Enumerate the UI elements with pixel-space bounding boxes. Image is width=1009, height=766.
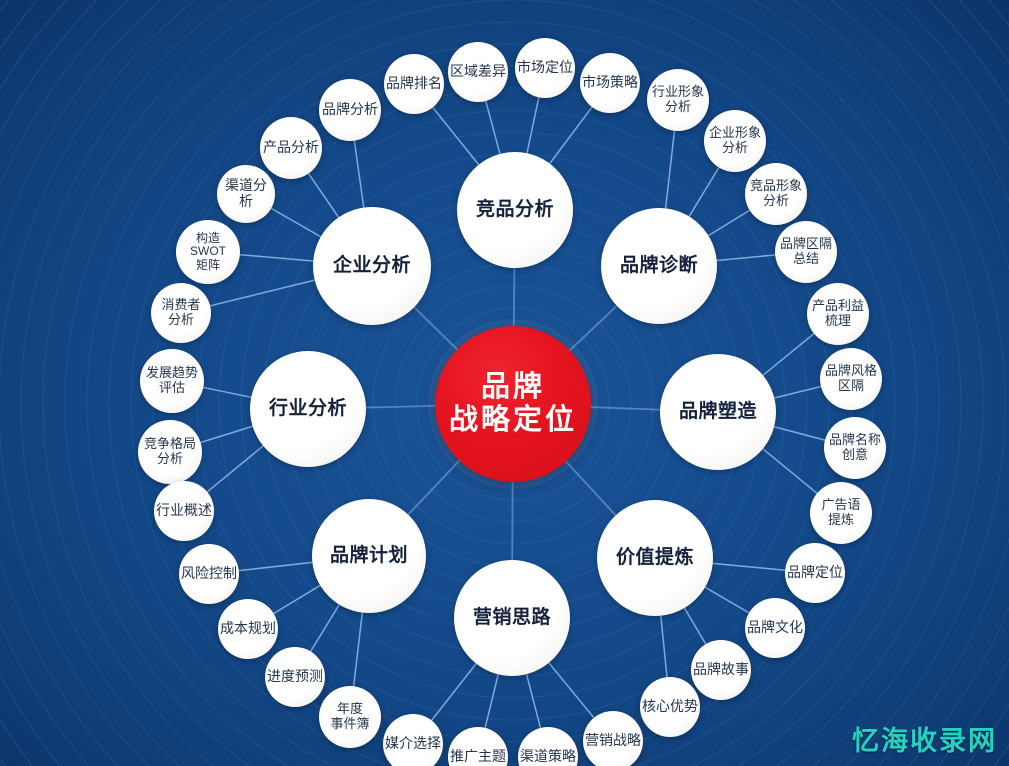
leaf-node[interactable]: 市场定位 <box>515 38 575 98</box>
hub-node-suzao[interactable]: 品牌塑造 <box>660 354 776 470</box>
leaf-node[interactable]: 营销战略 <box>583 711 643 766</box>
leaf-node[interactable]: 品牌名称创意 <box>824 417 886 479</box>
hub-node-qiye[interactable]: 企业分析 <box>313 207 431 325</box>
leaf-node-label: 产品利益梳理 <box>811 298 864 328</box>
leaf-node-label: 品牌名称创意 <box>828 432 881 462</box>
leaf-node[interactable]: 消费者分析 <box>151 283 211 343</box>
hub-node-pinpaijihua[interactable]: 品牌计划 <box>312 499 426 613</box>
leaf-node-label: 品牌故事 <box>693 661 749 678</box>
hub-node-jiazhi[interactable]: 价值提炼 <box>597 500 713 616</box>
leaf-node-label: 品牌排名 <box>386 75 442 92</box>
hub-node-qiye-label: 企业分析 <box>332 255 411 277</box>
leaf-node-label: 市场定位 <box>517 59 573 76</box>
leaf-node[interactable]: 发展趋势评估 <box>140 349 204 413</box>
leaf-node-label: 营销战略 <box>585 732 641 749</box>
leaf-node-label: 消费者分析 <box>161 297 201 327</box>
hub-node-jingpin[interactable]: 竞品分析 <box>457 152 573 268</box>
leaf-node[interactable]: 行业形象分析 <box>647 69 709 131</box>
leaf-node[interactable]: 品牌风格区隔 <box>820 348 882 410</box>
leaf-node[interactable]: 品牌区隔总结 <box>775 221 837 283</box>
leaf-node-label: 进度预测 <box>267 668 323 685</box>
hub-node-yingxiao-label: 营销思路 <box>472 607 551 629</box>
leaf-node-label: 产品分析 <box>263 139 319 156</box>
leaf-node-label: 品牌区隔总结 <box>779 236 832 266</box>
leaf-node[interactable]: 核心优势 <box>640 677 700 737</box>
leaf-node-label: 品牌文化 <box>747 619 803 636</box>
leaf-node-label: 风险控制 <box>181 565 237 582</box>
leaf-node-label: 成本规划 <box>220 620 276 637</box>
leaf-node[interactable]: 产品利益梳理 <box>807 283 869 345</box>
leaf-node[interactable]: 年度事件簿 <box>319 686 381 748</box>
leaf-node-label: 年度事件簿 <box>330 701 370 731</box>
hub-node-suzao-label: 品牌塑造 <box>678 401 757 423</box>
hub-node-zhenduan[interactable]: 品牌诊断 <box>601 208 717 324</box>
leaf-node-label: 竞争格局分析 <box>143 436 196 466</box>
leaf-node-label: 区域差异 <box>450 63 506 80</box>
leaf-node[interactable]: 进度预测 <box>265 647 325 707</box>
leaf-node-label: 广告语提炼 <box>821 497 861 527</box>
hub-node-pinpaijihua-label: 品牌计划 <box>329 545 408 567</box>
leaf-node[interactable]: 品牌排名 <box>384 54 444 114</box>
leaf-node[interactable]: 产品分析 <box>260 117 322 179</box>
leaf-node-label: 推广主题 <box>450 748 506 765</box>
leaf-node[interactable]: 渠道分析 <box>217 165 275 223</box>
hub-node-hangye-label: 行业分析 <box>268 398 347 420</box>
leaf-node-label: 行业形象分析 <box>651 84 704 114</box>
leaf-node[interactable]: 市场策略 <box>580 53 640 113</box>
leaf-node-label: 企业形象分析 <box>708 125 761 155</box>
leaf-node[interactable]: 品牌定位 <box>785 543 845 603</box>
leaf-node-label: 品牌分析 <box>322 101 378 118</box>
hub-node-zhenduan-label: 品牌诊断 <box>619 255 698 277</box>
hub-node-hangye[interactable]: 行业分析 <box>250 351 366 467</box>
leaf-node[interactable]: 广告语提炼 <box>810 482 872 544</box>
leaf-node[interactable]: 媒介选择 <box>383 714 443 766</box>
leaf-node-label: 渠道策略 <box>520 748 576 765</box>
leaf-node-label: 市场策略 <box>582 74 638 91</box>
center-line-1: 品牌 <box>480 370 545 403</box>
center-line-2: 战略定位 <box>448 404 577 436</box>
watermark: 忆海收录网 <box>852 726 997 756</box>
leaf-node-label: 品牌风格区隔 <box>824 363 877 393</box>
leaf-node-label: 行业概述 <box>156 502 212 519</box>
leaf-node-label: 媒介选择 <box>385 735 441 752</box>
leaf-node[interactable]: 区域差异 <box>448 42 508 102</box>
leaf-node[interactable]: 行业概述 <box>154 481 214 541</box>
leaf-node-label: 竞品形象分析 <box>749 178 802 208</box>
leaf-node[interactable]: 企业形象分析 <box>704 110 766 172</box>
leaf-node-label: 发展趋势评估 <box>145 365 198 395</box>
hub-node-yingxiao[interactable]: 营销思路 <box>454 560 570 676</box>
leaf-node[interactable]: 风险控制 <box>179 544 239 604</box>
hub-node-jingpin-label: 竞品分析 <box>475 199 554 221</box>
center-node[interactable]: 品牌 战略定位 <box>435 326 591 482</box>
leaf-node[interactable]: 品牌分析 <box>319 79 381 141</box>
leaf-node-label: 渠道分析 <box>225 177 267 209</box>
leaf-node-label: 核心优势 <box>642 698 698 715</box>
leaf-node[interactable]: 竞争格局分析 <box>138 420 202 484</box>
leaf-node-label: 品牌定位 <box>787 564 843 581</box>
leaf-node[interactable]: 品牌文化 <box>745 598 805 658</box>
hub-node-jiazhi-label: 价值提炼 <box>615 547 694 569</box>
leaf-node[interactable]: 成本规划 <box>218 599 278 659</box>
leaf-node[interactable]: 竞品形象分析 <box>745 163 807 225</box>
leaf-node[interactable]: 品牌故事 <box>691 640 751 700</box>
